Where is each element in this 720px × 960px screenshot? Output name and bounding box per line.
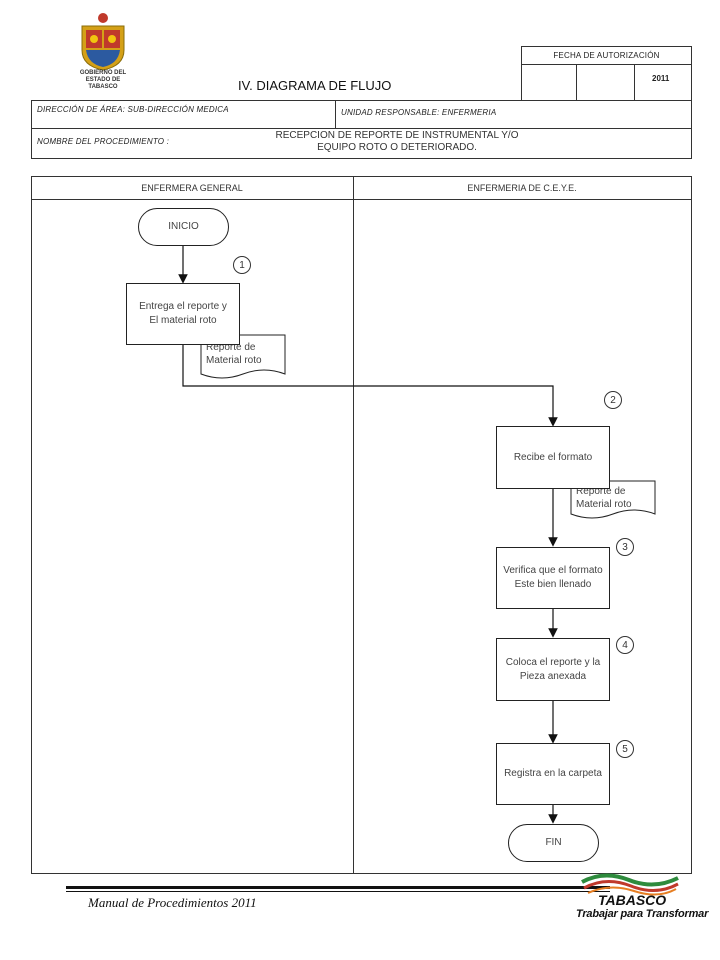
responsible-unit-label: UNIDAD RESPONSABLE: ENFERMERIA xyxy=(341,108,497,117)
start-label: INICIO xyxy=(168,221,199,232)
document-1: Reporte de Material roto xyxy=(206,341,266,367)
brand-slogan: Trabajar para Transformar xyxy=(576,908,709,920)
procedure-name-line-2: EQUIPO ROTO O DETERIORADO. xyxy=(317,142,477,153)
step-badge-5: 5 xyxy=(616,740,634,758)
step-badge-3: 3 xyxy=(616,538,634,556)
footer-rule xyxy=(66,886,610,889)
step-2-label: Recibe el formato xyxy=(513,451,593,463)
document-2-line-2: Material roto xyxy=(576,499,632,510)
procedure-label: NOMBRE DEL PROCEDIMIENTO : xyxy=(37,137,170,146)
step-3-process: Verifica que el formato Este bien llenad… xyxy=(496,547,610,609)
step-1-process: Entrega el reporte y El material roto xyxy=(126,283,240,345)
brand-name: TABASCO xyxy=(598,892,667,908)
area-info-row: DIRECCIÓN DE ÁREA: SUB-DIRECCIÓN MEDICA … xyxy=(31,100,692,130)
state-crest-logo: GOBIERNO DEL ESTADO DE TABASCO xyxy=(72,12,134,92)
crest-caption-line-1: GOBIERNO DEL xyxy=(79,70,127,76)
step-3-line-2: Este bien llenado xyxy=(514,579,592,590)
procedure-name-line-1: RECEPCION DE REPORTE DE INSTRUMENTAL Y/O xyxy=(275,130,519,141)
step-4-line-2: Pieza anexada xyxy=(519,670,587,682)
step-4-process: Coloca el reporte y la Pieza anexada xyxy=(496,638,610,701)
step-badge-4: 4 xyxy=(616,636,634,654)
step-badge-1: 1 xyxy=(233,256,251,274)
crest-caption-line-3: TABASCO xyxy=(88,84,118,90)
document-2-line-1: Reporte de xyxy=(576,486,626,497)
step-4-line-1: Coloca el reporte y la xyxy=(505,656,601,668)
end-terminal: FIN xyxy=(508,824,599,862)
document-2: Reporte de Material roto xyxy=(576,485,650,511)
step-1-line-1: Entrega el reporte y xyxy=(139,301,227,312)
manual-title: Manual de Procedimientos 2011 xyxy=(88,895,257,910)
start-terminal: INICIO xyxy=(138,208,229,246)
step-badge-2: 2 xyxy=(604,391,622,409)
tabasco-brand-logo: TABASCO Trabajar para Transformar xyxy=(574,868,708,928)
end-label: FIN xyxy=(545,837,562,848)
step-1-line-2: El material roto xyxy=(149,315,217,326)
area-label: DIRECCIÓN DE ÁREA: SUB-DIRECCIÓN MEDICA xyxy=(37,105,229,114)
document-1-line-1: Reporte de xyxy=(206,342,256,353)
page-title: IV. DIAGRAMA DE FLUJO xyxy=(238,78,392,93)
document-1-line-2: Material roto xyxy=(206,355,262,366)
lane-header-enfermeria-ceye: ENFERMERIA DE C.E.Y.E. xyxy=(467,183,577,193)
step-2-process: Recibe el formato xyxy=(496,426,610,489)
step-3-line-1: Verifica que el formato xyxy=(503,565,603,576)
authorization-date-box: FECHA DE AUTORIZACIÓN 2011 xyxy=(521,46,692,103)
authorization-date-label: FECHA DE AUTORIZACIÓN xyxy=(553,51,660,60)
step-5-label: Registra en la carpeta xyxy=(504,768,602,779)
authorization-year: 2011 xyxy=(652,74,670,83)
procedure-info-row: NOMBRE DEL PROCEDIMIENTO : RECEPCION DE … xyxy=(31,128,692,159)
lane-header-enfermera-general: ENFERMERA GENERAL xyxy=(141,183,243,193)
crest-caption-line-2: ESTADO DE xyxy=(85,77,121,83)
step-5-process: Registra en la carpeta xyxy=(496,743,610,805)
